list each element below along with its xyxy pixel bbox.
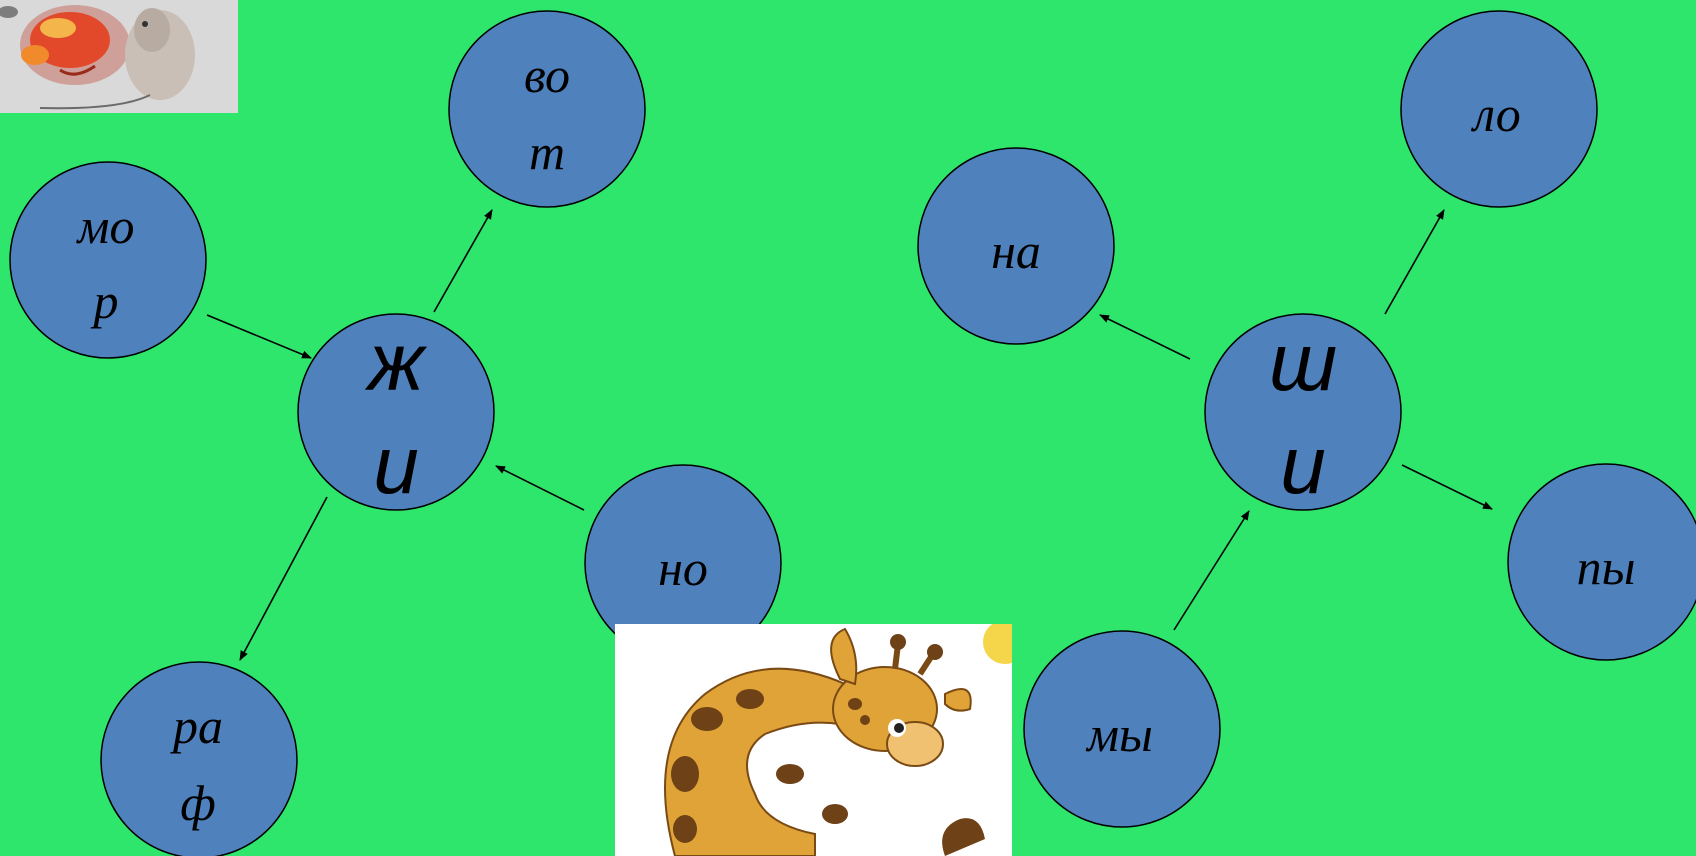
arrow-zhi-to-vo — [433, 209, 493, 313]
center-zhi-line1: ж — [365, 317, 428, 408]
node-vo: во т — [448, 10, 646, 208]
node-vo-line2: т — [529, 124, 565, 180]
center-zhi-line2: и — [373, 420, 419, 511]
arrow-zhi-to-ra — [239, 496, 328, 661]
arrow-mo-to-zhi — [206, 314, 312, 359]
left-cluster: во т мо р но ра ф ж и — [9, 10, 782, 856]
node-ra: ра ф — [100, 661, 298, 856]
arrow-shi-to-na — [1099, 314, 1191, 360]
center-node-zhi: ж и — [297, 313, 495, 511]
node-na-label: на — [991, 223, 1041, 279]
node-py: пы — [1507, 463, 1696, 661]
node-mo-line1: мо — [76, 198, 135, 254]
node-my: мы — [1023, 630, 1221, 828]
mouse-with-apple-picture — [0, 0, 238, 113]
node-mo: мо р — [9, 161, 207, 359]
cartoon-giraffe-picture — [615, 624, 1012, 856]
node-vo-line1: во — [524, 47, 570, 103]
node-mo-line2: р — [91, 273, 119, 329]
node-lo-label: ло — [1470, 86, 1520, 142]
node-py-label: пы — [1577, 539, 1636, 595]
node-my-label: мы — [1085, 706, 1153, 762]
node-no-label: но — [658, 540, 708, 596]
arrow-shi-to-lo — [1384, 209, 1445, 315]
center-shi-line2: и — [1280, 420, 1326, 511]
center-shi-line1: ш — [1269, 317, 1337, 408]
node-na: на — [917, 147, 1115, 345]
node-lo: ло — [1400, 10, 1598, 208]
node-ra-line1: ра — [170, 698, 223, 754]
right-cluster: ло на пы мы ш и — [917, 10, 1696, 828]
arrow-no-to-zhi — [495, 465, 585, 511]
arrow-my-to-shi — [1173, 510, 1250, 631]
arrow-shi-to-py — [1401, 464, 1493, 510]
center-node-shi: ш и — [1204, 313, 1402, 511]
node-ra-line2: ф — [180, 775, 216, 831]
node-no: но — [584, 464, 782, 662]
